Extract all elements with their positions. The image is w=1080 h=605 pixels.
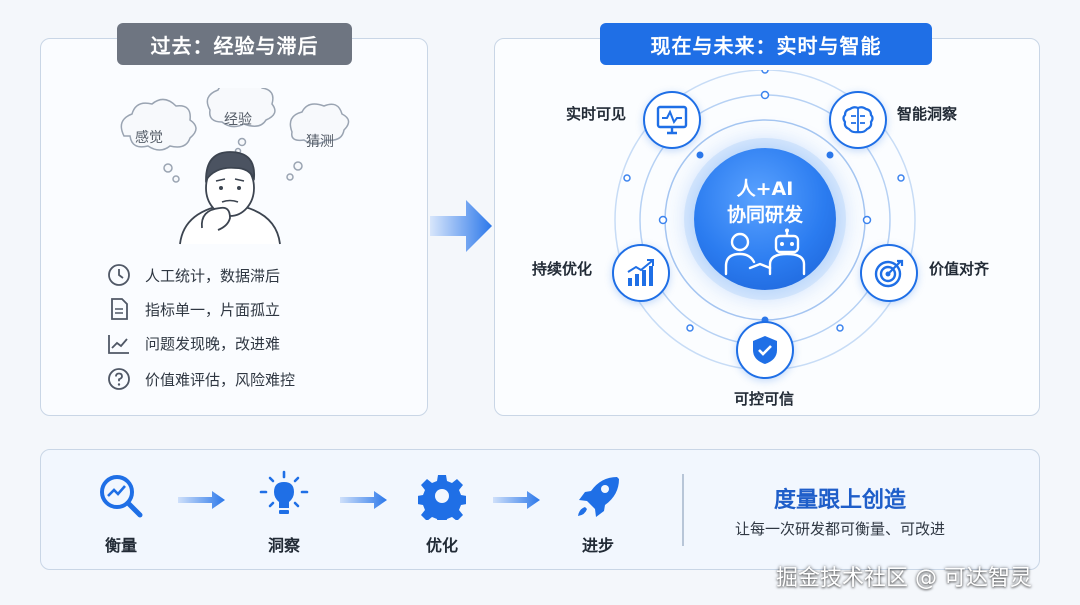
monitor-icon — [656, 105, 688, 135]
past-item: 问题发现晚，改进难 — [107, 331, 280, 355]
flow-arrow-icon — [340, 491, 387, 509]
bottom-title: 度量跟上创造 — [773, 488, 906, 513]
node-optimize — [612, 244, 670, 302]
brain-icon — [842, 106, 874, 134]
lightbulb-icon — [259, 470, 309, 514]
node-label: 持续优化 — [532, 260, 593, 278]
step-label: 进步 — [581, 536, 614, 555]
past-item: 指标单一，片面孤立 — [107, 297, 280, 321]
node-label: 价值对齐 — [929, 260, 990, 278]
future-title: 现在与未来：实时与智能 — [600, 23, 932, 65]
core-subtitle: 协同研发 — [726, 204, 803, 226]
bottom-subtitle: 让每一次研发都可衡量、可改进 — [734, 520, 945, 538]
node-realtime — [643, 91, 701, 149]
thinking-person-illustration — [120, 88, 350, 245]
cloud-label: 感觉 — [135, 130, 163, 146]
divider — [682, 474, 684, 546]
shield-check-icon — [753, 336, 777, 364]
past-item: 价值难评估，风险难控 — [107, 367, 295, 391]
core-title: 人+AI — [736, 178, 794, 200]
node-label: 实时可见 — [566, 105, 627, 123]
flow-arrow-icon — [493, 491, 540, 509]
gear-icon — [418, 475, 466, 520]
node-value — [860, 244, 918, 302]
past-item-label: 指标单一，片面孤立 — [145, 300, 281, 319]
thought-cloud-icon — [120, 88, 350, 183]
cloud-label: 猜测 — [306, 134, 334, 150]
step-label: 优化 — [425, 536, 458, 555]
node-label: 可控可信 — [734, 390, 795, 408]
watermark: 掘金技术社区 @ 可达智灵 — [776, 566, 1032, 591]
trend-line-icon — [108, 335, 129, 354]
past-item: 人工统计，数据滞后 — [107, 263, 280, 287]
past-item-label: 价值难评估，风险难控 — [145, 370, 296, 389]
human-ai-collab-icon — [724, 228, 806, 276]
target-icon — [874, 259, 904, 288]
question-icon — [108, 368, 130, 390]
growth-chart-icon — [627, 259, 654, 286]
past-item-label: 人工统计，数据滞后 — [145, 266, 281, 285]
transition-arrow-icon — [430, 200, 492, 252]
step-label: 衡量 — [104, 536, 137, 555]
node-insight — [829, 91, 887, 149]
rocket-icon — [578, 477, 619, 517]
past-item-label: 问题发现晚，改进难 — [145, 334, 281, 353]
node-label: 智能洞察 — [897, 105, 958, 123]
flow-arrow-icon — [178, 491, 225, 509]
document-icon — [111, 298, 128, 320]
node-trust — [736, 321, 794, 379]
process-panel — [40, 449, 1040, 570]
clock-icon — [108, 264, 130, 286]
past-title: 过去：经验与滞后 — [117, 23, 352, 65]
step-label: 洞察 — [267, 536, 300, 555]
magnifier-chart-icon — [100, 475, 143, 518]
cloud-label: 经验 — [224, 112, 252, 128]
